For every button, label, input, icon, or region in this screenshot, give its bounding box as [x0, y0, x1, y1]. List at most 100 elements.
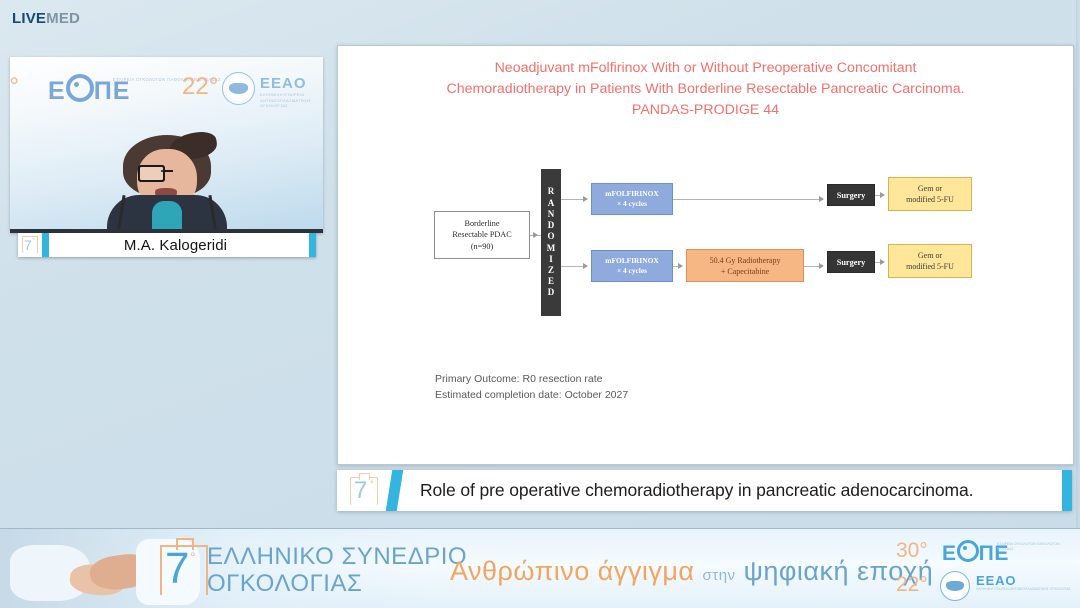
connector-arm-b-chemo-to-radio	[673, 266, 682, 267]
connector-arm-a-surgery-to-adjuvant	[875, 195, 884, 196]
slide-panel[interactable]: Neoadjuvant mFolfirinox With or Without …	[337, 45, 1074, 465]
banner-title-line-1: ΕΛΛΗΝΙΚΟ ΣΥΝΕΔΡΙΟ	[207, 543, 468, 570]
arrowhead-arm-a-adjuvant	[880, 191, 885, 198]
rand-letter-5: M	[546, 242, 556, 253]
rand-letter-0: R	[547, 186, 555, 197]
slogan-part-small: στην	[702, 567, 736, 584]
banner-title-line-2: ΟΓΚΟΛΟΓΙΑΣ	[207, 570, 363, 597]
arm-b-adjuvant-line-1: Gem or	[917, 251, 943, 260]
crown-icon	[160, 538, 208, 595]
eope-ring-icon	[65, 74, 94, 102]
rand-letter-9: D	[547, 287, 555, 298]
banner-photo-coat	[136, 539, 200, 605]
arrowhead-arm-b-radio	[678, 262, 683, 269]
connector-random-to-arm-a	[561, 199, 587, 200]
livemed-logo[interactable]: LIVEMED	[12, 10, 80, 27]
arm-a-adjuvant-line-1: Gem or	[917, 184, 943, 193]
caption-badge-degree: °	[370, 479, 374, 489]
banner-congress-title: ΕΛΛΗΝΙΚΟ ΣΥΝΕΔΡΙΟ ΟΓΚΟΛΟΓΙΑΣ	[207, 543, 467, 597]
video-eeao-logo: EEAO	[260, 75, 307, 92]
node-arm-b-radiotherapy: 50.4 Gy Radiotherapy + Capecitabine	[686, 249, 804, 282]
arm-a-adjuvant-line-2: modified 5-FU	[906, 195, 954, 204]
connector-arm-b-radio-to-surgery	[804, 266, 823, 267]
node-source-population: Borderline Resectable PDAC (n=90)	[434, 211, 530, 259]
slide-title: Neoadjuvant mFolfirinox With or Without …	[338, 58, 1073, 121]
slogan-part-blue: ψηφιακή εποχή	[743, 556, 934, 586]
livemed-logo-med: MED	[46, 10, 81, 27]
name-accent-left	[42, 233, 49, 257]
arrowhead-random-to-arm-a	[583, 195, 588, 202]
banner-number-22: 22°	[896, 573, 928, 596]
banner-eeao-subtext: ΕΛΛΗΝΙΚΗ ΕΤΑΙΡΕΙΑ ΑΝΤΙΝΕΟΠΛΑΣΜΑΤΙΚΗΣ ΟΓΚ…	[976, 587, 1071, 591]
banner-slogan: Ανθρώπινο άγγιγμα στην ψηφιακή εποχή	[450, 556, 933, 587]
node-arm-b-adjuvant: Gem or modified 5-FU	[888, 244, 972, 278]
arm-b-radio-line-1: 50.4 Gy Radiotherapy	[709, 255, 781, 265]
livemed-logo-live: LIVE	[12, 10, 47, 27]
connector-arm-b-surgery-to-adjuvant	[875, 262, 884, 263]
speaker-name-bar: 7 ° M.A. Kalogeridi	[18, 233, 316, 257]
node-arm-a-chemotherapy: mFOLFIRINOX × 4 cycles	[591, 183, 673, 215]
talk-title-bar: 7 ° Role of pre operative chemoradiother…	[337, 470, 1072, 511]
banner-number-30: 30°	[896, 539, 928, 562]
caption-accent-right	[1062, 470, 1072, 511]
video-logo-strip: 0° EΠΕ ΕΤΑΙΡΕΙΑ ΟΓΚΟΛΟΓΩΝ ΠΑΘΟΛΟΓΩΝ ΕΛΛΑ…	[10, 63, 323, 108]
podium	[10, 229, 323, 233]
speaker-badge-logo: 7 °	[18, 233, 42, 257]
arrowhead-arm-b-adjuvant	[880, 258, 885, 265]
slide-title-line-2: Chemoradiotherapy in Patients With Borde…	[446, 81, 965, 97]
video-number-30: 0°	[10, 73, 19, 100]
banner-eope-subtext: ΕΤΑΙΡΕΙΑ ΟΓΚΟΛΟΓΩΝ ΠΑΘΟΛΟΓΩΝ ΕΛΛΑΔΑΣ	[997, 542, 1060, 551]
caption-badge-logo: 7 °	[337, 470, 389, 511]
arm-b-chemo-line-2: × 4 cycles	[616, 266, 648, 275]
speaker-figure	[97, 135, 237, 233]
banner-badge-degree: °	[190, 549, 196, 565]
arm-a-chemo-line-2: × 4 cycles	[616, 199, 648, 208]
rand-letter-4: O	[547, 231, 555, 242]
source-line-2: Resectable PDAC	[452, 230, 512, 240]
banner-photo-hands	[10, 539, 200, 605]
node-arm-a-surgery: Surgery	[827, 184, 875, 206]
eeao-seal-icon	[222, 72, 255, 105]
node-arm-a-adjuvant: Gem or modified 5-FU	[888, 177, 972, 211]
trial-flow-diagram: Borderline Resectable PDAC (n=90) R A N …	[338, 169, 1073, 354]
arm-a-chemo-line-1: mFOLFIRINOX	[605, 189, 659, 198]
conference-banner: 7 ° ΕΛΛΗΝΙΚΟ ΣΥΝΕΔΡΙΟ ΟΓΚΟΛΟΓΙΑΣ Ανθρώπι…	[0, 528, 1080, 608]
node-arm-b-surgery: Surgery	[827, 251, 875, 273]
connector-random-to-arm-b	[561, 266, 587, 267]
arm-b-radio-line-2: + Capecitabine	[720, 266, 770, 276]
badge-number: 7	[24, 237, 32, 253]
video-eope-subtext: ΕΤΑΙΡΕΙΑ ΟΓΚΟΛΟΓΩΝ ΠΑΘΟΛΟΓΩΝ ΕΛΛΑΔΑΣ	[113, 77, 221, 82]
badge-degree: °	[33, 238, 36, 244]
speaker-video[interactable]: 0° EΠΕ ΕΤΑΙΡΕΙΑ ΟΓΚΟΛΟΓΩΝ ΠΑΘΟΛΟΓΩΝ ΕΛΛΑ…	[10, 57, 323, 233]
eeao-seal-icon	[940, 571, 970, 601]
arrowhead-source-to-random	[533, 231, 538, 238]
rand-letter-7: Z	[547, 264, 554, 275]
banner-badge-logo: 7 °	[152, 538, 222, 597]
glasses-icon	[137, 165, 196, 182]
node-randomized: R A N D O M I Z E D	[541, 169, 561, 316]
estimated-completion: Estimated completion date: October 2027	[435, 389, 629, 401]
connector-arm-a-chemo-to-surgery	[673, 199, 823, 200]
slide-title-line-1: Neoadjuvant mFolfirinox With or Without …	[494, 60, 917, 76]
arm-b-chemo-line-1: mFOLFIRINOX	[605, 256, 659, 265]
speaker-mouth	[154, 188, 177, 197]
name-accent-right	[309, 233, 316, 257]
rand-letter-3: D	[547, 220, 555, 231]
source-line-3: (n=90)	[470, 241, 494, 251]
talk-title: Role of pre operative chemoradiotherapy …	[420, 480, 974, 500]
video-number-22: 22°	[182, 73, 219, 100]
banner-badge-number: 7	[165, 544, 190, 593]
primary-outcome: Primary Outcome: R0 resection rate	[435, 373, 603, 385]
crown-icon	[22, 236, 38, 253]
rand-letter-1: A	[547, 197, 555, 208]
speaker-name: M.A. Kalogeridi	[123, 236, 228, 254]
speaker-shirt	[151, 201, 182, 233]
arrowhead-arm-a-surgery	[819, 195, 824, 202]
arrowhead-arm-b-surgery	[819, 262, 824, 269]
slide-title-line-3: PANDAS-PRODIGE 44	[631, 102, 780, 118]
rand-letter-8: E	[547, 276, 554, 287]
